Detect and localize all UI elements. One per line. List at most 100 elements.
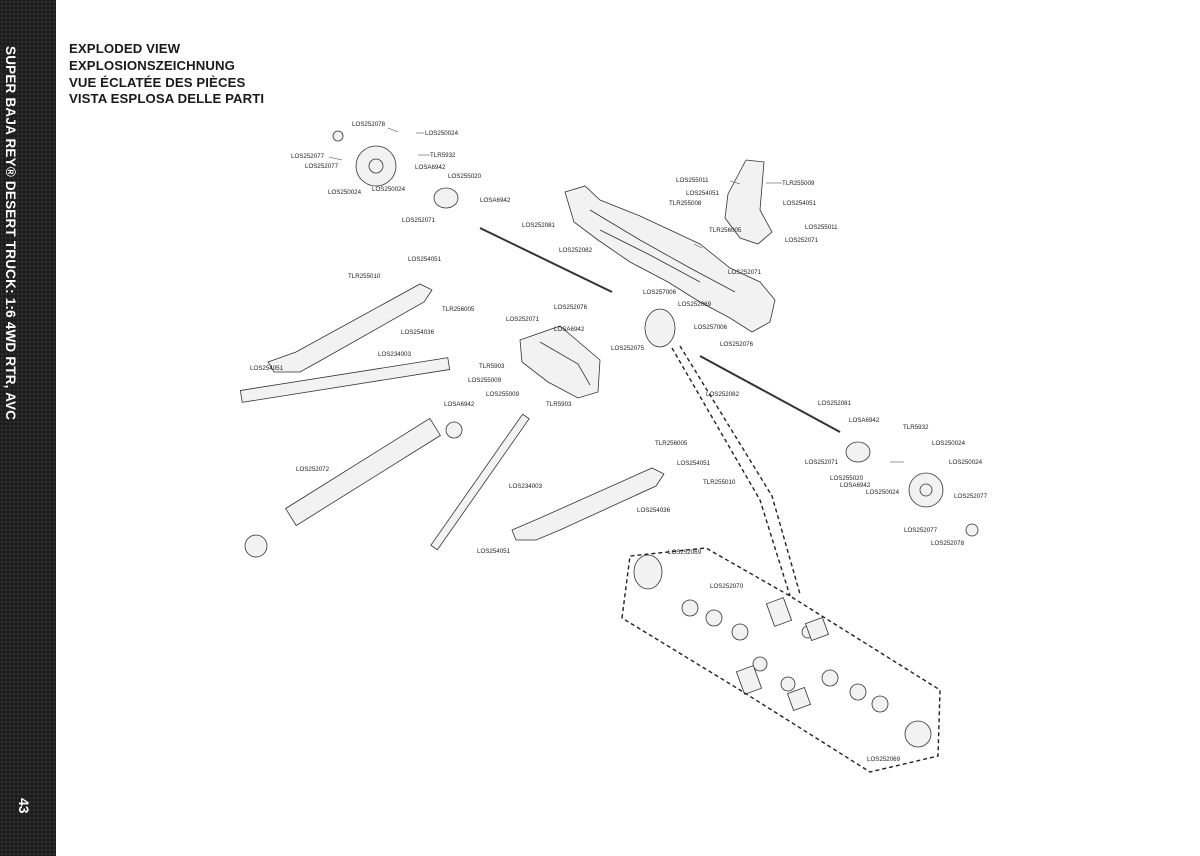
part-label: LOS252081 xyxy=(522,222,556,229)
part-label: LOS254051 xyxy=(686,190,720,197)
part-label: LOS250024 xyxy=(866,489,900,496)
part-label: LOS254036 xyxy=(401,329,435,336)
part-label: LOS254051 xyxy=(477,548,511,555)
part-label: TLR5932 xyxy=(903,424,929,431)
camber-link-lower xyxy=(430,413,530,551)
nut-upper xyxy=(332,130,344,142)
title-english: EXPLODED VIEW xyxy=(69,41,181,56)
part-label: TLR256005 xyxy=(709,227,742,234)
part-label: LOS250024 xyxy=(425,130,459,137)
part-label: LOSA6942 xyxy=(480,197,511,204)
driveshaft-yoke xyxy=(244,534,268,558)
part-label: TLR5932 xyxy=(430,152,456,159)
lower-link-lower xyxy=(511,467,665,541)
diff-callout xyxy=(621,345,941,773)
axle-shaft-right xyxy=(699,355,841,433)
part-label: LOS252078 xyxy=(352,121,386,128)
part-label: LOS255009 xyxy=(486,391,520,398)
part-label: LOS252075 xyxy=(611,345,645,352)
axle-housing-rib-2 xyxy=(599,229,701,283)
part-label: TLR255010 xyxy=(348,273,381,280)
part-label: LOS252082 xyxy=(706,391,740,398)
part-label: LOS255020 xyxy=(448,173,482,180)
part-label: LOS252077 xyxy=(305,163,339,170)
part-label: LOS254036 xyxy=(637,507,671,514)
part-label: LOS252071 xyxy=(805,459,839,466)
part-label: LOS255020 xyxy=(830,475,864,482)
part-label: TLR256005 xyxy=(655,440,688,447)
link-mount-tower xyxy=(519,325,601,399)
part-label: LOSA6942 xyxy=(849,417,880,424)
upper-bracket-right xyxy=(724,159,773,245)
part-label: LOS252071 xyxy=(402,217,436,224)
part-label: LOSA6942 xyxy=(444,401,475,408)
part-label: LOS252069 xyxy=(867,756,901,763)
part-label: LOS250024 xyxy=(328,189,362,196)
diff-case xyxy=(633,554,663,590)
camber-link-upper xyxy=(239,357,451,403)
axle-housing xyxy=(564,185,776,333)
part-label: LOSA6942 xyxy=(554,326,585,333)
part-label: LOSA6942 xyxy=(840,482,871,489)
part-label: LOS250024 xyxy=(372,186,406,193)
driveshaft-yoke-2 xyxy=(445,421,463,439)
part-label: LOS252069 xyxy=(668,549,702,556)
part-label: LOS234003 xyxy=(509,483,543,490)
part-label: LOS250024 xyxy=(949,459,983,466)
carrier-upper xyxy=(433,187,459,209)
title-french: VUE ÉCLATÉE DES PIÈCES xyxy=(69,74,246,90)
part-label: LOS257006 xyxy=(643,289,677,296)
part-label: LOS254051 xyxy=(783,200,817,207)
part-label: LOS250024 xyxy=(932,440,966,447)
part-label: TLR255009 xyxy=(782,180,815,187)
part-label: TLR5903 xyxy=(479,363,505,370)
part-label: TLR5903 xyxy=(546,401,572,408)
part-label: LOS252071 xyxy=(728,269,762,276)
part-label: LOS252077 xyxy=(954,493,988,500)
page-title-block: EXPLODED VIEW EXPLOSIONSZEICHNUNG VUE ÉC… xyxy=(69,41,264,108)
diff-callout-leader xyxy=(671,345,801,597)
part-label: LOS255011 xyxy=(676,177,709,184)
diff-callout-outline xyxy=(621,547,941,773)
label-leaders xyxy=(328,127,904,463)
part-label: LOS252071 xyxy=(506,316,540,323)
part-label: LOS234003 xyxy=(378,351,412,358)
axle-shaft-left xyxy=(479,227,613,293)
driveshaft-tube xyxy=(285,417,441,527)
part-label: TLR255008 xyxy=(669,200,702,207)
part-label: LOS252077 xyxy=(904,527,938,534)
link-mount-tower-inner xyxy=(539,341,591,386)
part-label: LOS255009 xyxy=(468,377,502,384)
part-label: LOS252082 xyxy=(559,247,593,254)
axle-housing-rib xyxy=(589,209,736,293)
nut-lower xyxy=(965,523,979,537)
part-label: LOS254051 xyxy=(250,365,284,372)
part-label: LOS254051 xyxy=(677,460,711,467)
part-label: TLR256005 xyxy=(442,306,475,313)
part-label: LOS252078 xyxy=(931,540,965,547)
title-german: EXPLOSIONSZEICHNUNG xyxy=(69,57,236,73)
sidebar-band xyxy=(0,0,56,856)
part-labels: LOS252078 LOS250024 LOS252077 LOS252077 … xyxy=(250,121,988,763)
part-label: LOS252081 xyxy=(818,400,852,407)
spur-gear-upper-hub xyxy=(368,158,384,174)
carrier-lower xyxy=(845,441,871,463)
part-label: TLR255010 xyxy=(703,479,736,486)
part-label: LOSA6942 xyxy=(415,164,446,171)
part-label: LOS252076 xyxy=(720,341,754,348)
part-label: LOS252077 xyxy=(291,153,325,160)
part-label: LOS252076 xyxy=(554,304,588,311)
ring-gear xyxy=(644,308,676,348)
parts-illustration xyxy=(239,130,979,748)
spur-gear-lower-hub xyxy=(919,483,933,497)
part-label: LOS254051 xyxy=(408,256,442,263)
lower-link-upper xyxy=(267,283,433,373)
part-label: LOS252072 xyxy=(296,466,330,473)
part-label: LOS255011 xyxy=(805,224,838,231)
part-label: LOS257006 xyxy=(694,324,728,331)
part-label: LOS252071 xyxy=(785,237,819,244)
part-label: LOS252070 xyxy=(710,583,744,590)
part-label: LOS252069 xyxy=(678,301,712,308)
title-italian: VISTA ESPLOSA DELLE PARTI xyxy=(69,91,265,107)
